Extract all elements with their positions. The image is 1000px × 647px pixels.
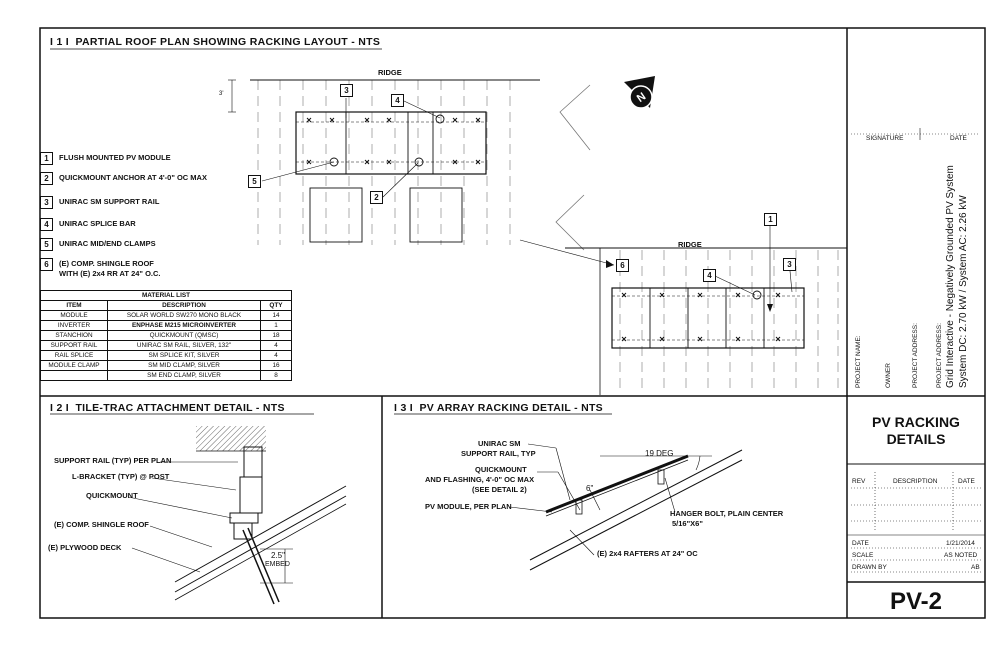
lower-array-outline bbox=[611, 287, 805, 349]
drawn-by-value: AB bbox=[971, 564, 980, 571]
label-rafters: (E) 2x4 RAFTERS AT 24" OC bbox=[597, 549, 698, 558]
label-hanger-bolt: HANGER BOLT, PLAIN CENTER bbox=[670, 509, 784, 518]
callout-2: 2 bbox=[370, 191, 383, 204]
callout-3: 3 bbox=[340, 84, 353, 97]
callout-6: 6 bbox=[616, 259, 629, 272]
label-rail-2: SUPPORT RAIL, TYP bbox=[461, 449, 536, 458]
detail-3-title: I 3 I PV ARRAY RACKING DETAIL - NTS bbox=[394, 402, 603, 414]
signature-label: SIGNATURE bbox=[866, 135, 904, 142]
system-line-1: Grid Interactive - Negatively Grounded P… bbox=[945, 165, 956, 388]
scale-value: AS NOTED bbox=[944, 552, 978, 559]
drawn-by-label: DRAWN BY bbox=[852, 564, 887, 571]
anchor-markers bbox=[306, 117, 781, 342]
dimension-label: 3' bbox=[219, 91, 224, 97]
embed-dimension: 2.5" bbox=[271, 551, 285, 560]
rev-header: REV bbox=[852, 478, 866, 485]
label-shingle-roof: (E) COMP. SHINGLE ROOF bbox=[54, 520, 149, 529]
callout-4: 4 bbox=[391, 94, 404, 107]
address-heading: PROJECT ADDRESS: bbox=[936, 323, 943, 388]
col-header-item: ITEM bbox=[40, 300, 108, 311]
label-support-rail: SUPPORT RAIL (TYP) PER PLAN bbox=[54, 456, 172, 465]
label-plywood-deck: (E) PLYWOOD DECK bbox=[48, 543, 122, 552]
label-bolt-size: 5/16"X6" bbox=[672, 519, 703, 528]
col-header-qty: QTY bbox=[260, 300, 292, 311]
label-qm-3: (SEE DETAIL 2) bbox=[472, 485, 527, 494]
date-value: 1/21/2014 bbox=[946, 540, 975, 547]
callout-4-lower: 4 bbox=[703, 269, 716, 282]
description-header: DESCRIPTION bbox=[893, 478, 938, 485]
angle-label: 19 DEG bbox=[645, 449, 674, 458]
owner-label: OWNER bbox=[885, 363, 892, 388]
sheet-title: PV RACKING DETAILS bbox=[872, 414, 960, 447]
label-qm-1: QUICKMOUNT bbox=[475, 465, 527, 474]
detail-1-title: I 1 I PARTIAL ROOF PLAN SHOWING RACKING … bbox=[50, 36, 381, 48]
label-pv-module: PV MODULE, PER PLAN bbox=[425, 502, 512, 511]
upper-array-outline bbox=[295, 111, 487, 175]
label-rail-1: UNIRAC SM bbox=[478, 439, 521, 448]
system-line-2: System DC: 2.70 kW / System AC: 2.26 kW bbox=[958, 195, 969, 388]
date-label: DATE bbox=[852, 540, 869, 547]
material-list-table: MATERIAL LIST ITEM DESCRIPTION QTY MODUL… bbox=[40, 290, 292, 381]
legend-item: 6(E) COMP. SHINGLE ROOF WITH (E) 2x4 RR … bbox=[40, 258, 160, 279]
label-quickmount: QUICKMOUNT bbox=[86, 491, 138, 500]
ridge-label-lower: RIDGE bbox=[678, 240, 702, 249]
label-l-bracket: L-BRACKET (TYP) @ POST bbox=[72, 472, 170, 481]
date-col-header: DATE bbox=[958, 478, 975, 485]
sheet-number: PV-2 bbox=[889, 588, 943, 615]
callout-5: 5 bbox=[248, 175, 261, 188]
compass-icon: N bbox=[624, 76, 655, 109]
scale-label: SCALE bbox=[852, 552, 874, 559]
col-header-description: DESCRIPTION bbox=[107, 300, 261, 311]
project-name-label: PROJECT NAME: bbox=[855, 335, 862, 388]
project-address-label: PROJECT ADDRESS: bbox=[912, 323, 919, 388]
callout-1: 1 bbox=[764, 213, 777, 226]
ridge-label-upper: RIDGE bbox=[378, 68, 402, 77]
callout-3-lower: 3 bbox=[783, 258, 796, 271]
signature-date-label: DATE bbox=[950, 135, 967, 142]
label-qm-2: AND FLASHING, 4'-0" OC MAX bbox=[425, 475, 535, 484]
detail-2-title: I 2 I TILE-TRAC ATTACHMENT DETAIL - NTS bbox=[50, 402, 285, 414]
gap-label: 6" bbox=[586, 484, 594, 493]
material-list-title: MATERIAL LIST bbox=[40, 290, 292, 301]
embed-label: EMBED bbox=[265, 561, 290, 568]
